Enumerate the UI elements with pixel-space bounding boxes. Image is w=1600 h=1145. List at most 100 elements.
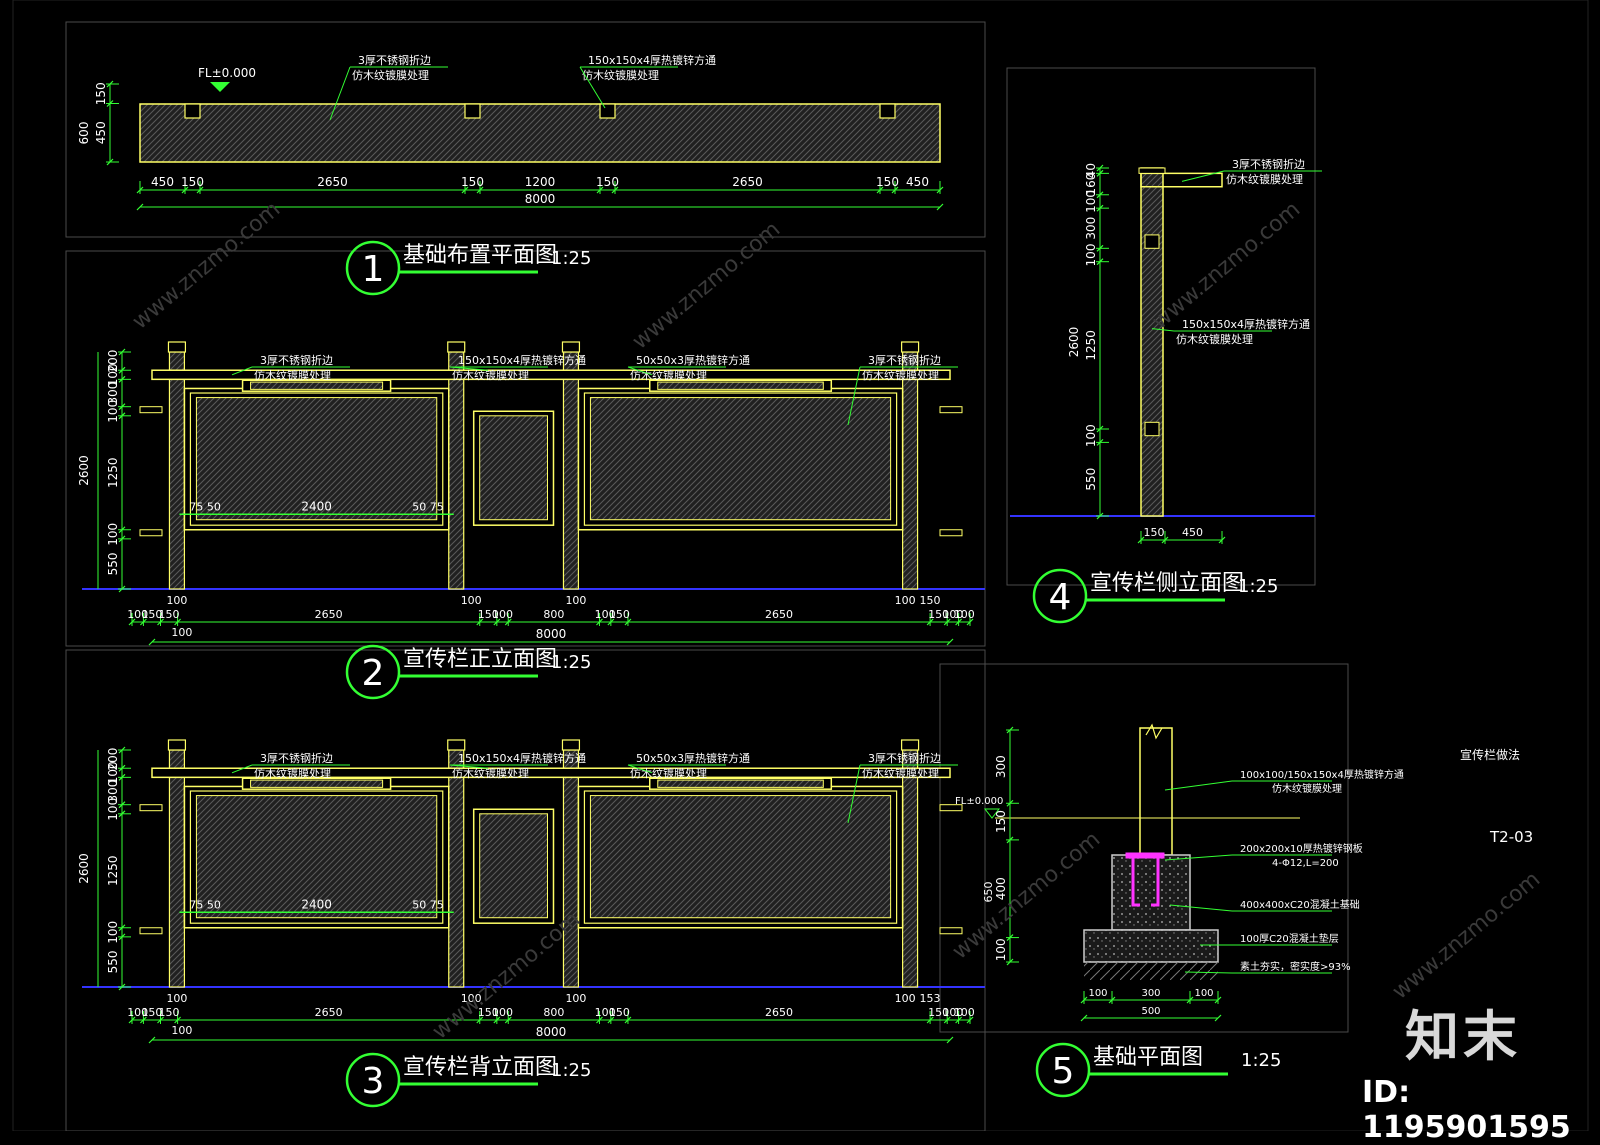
plan-post-pocket	[599, 103, 616, 119]
back-dim-value: 100	[492, 1006, 513, 1019]
front-vdim-value: 100	[106, 523, 120, 546]
back-dim-tick	[493, 1016, 501, 1024]
front-total-value: 8000	[536, 627, 567, 641]
back-vdim-value: 100	[106, 798, 120, 821]
front-bracket	[939, 529, 963, 537]
found-title-text: 基础平面图	[1093, 1045, 1203, 1070]
side-vdim-tick	[1096, 169, 1104, 177]
front-dim-tick	[174, 618, 182, 626]
front-dim-top-value: 150	[920, 594, 941, 607]
back-post-cap	[167, 739, 187, 751]
front-post	[448, 351, 465, 590]
found-dim-tick	[1080, 996, 1088, 1004]
front-total-tick	[148, 638, 156, 646]
side-note-line2: 仿木纹镀膜处理	[1226, 172, 1303, 186]
front-dim-top-value: 100	[166, 594, 187, 607]
front-dim-value: 800	[543, 608, 564, 621]
front-dim-value: 150	[478, 608, 499, 621]
front-dim-value: 100	[954, 608, 975, 621]
back-inner-dim-left: 75 50	[189, 898, 221, 911]
front-dim-value: 100	[127, 608, 148, 621]
side-title-text: 宣传栏侧立面图	[1090, 571, 1244, 596]
back-dim-value: 150	[141, 1006, 162, 1019]
plan-title-text: 基础布置平面图	[403, 243, 557, 268]
watermark-site-6: www.znzmo.com	[1388, 867, 1545, 1005]
found-vdim-value: 300	[994, 755, 1008, 778]
back-vdim-tick	[118, 933, 126, 941]
side-note-line2: 仿木纹镀膜处理	[1176, 332, 1253, 346]
watermark-site-5: www.znzmo.com	[948, 827, 1105, 965]
back-note-line1: 50x50x3厚热镀锌方通	[636, 751, 750, 765]
plan-dim-tick	[891, 186, 899, 194]
back-vdim-tick	[118, 801, 126, 809]
back-bracket	[139, 927, 163, 935]
side-vdim-value: 40	[1084, 163, 1098, 178]
found-anchor-bolt	[1131, 858, 1140, 907]
back-dim-value: 150	[478, 1006, 499, 1019]
found-note-line1: 400x400xC20混凝土基础	[1240, 898, 1360, 911]
front-dim-tick	[504, 618, 512, 626]
front-board-frame-inner	[583, 392, 898, 526]
found-note-line2: 仿木纹镀膜处理	[1272, 782, 1342, 795]
side-title-scale: 1:25	[1238, 576, 1278, 597]
side-vdim-value: 300	[1084, 217, 1098, 240]
side-bracket	[1144, 421, 1160, 437]
plan-dim-tick	[876, 186, 884, 194]
front-inner-dim-left: 75 50	[189, 500, 221, 513]
plan-title-circle	[345, 240, 401, 296]
plan-vdim-value: 450	[94, 121, 108, 144]
front-note-leader	[231, 366, 253, 376]
side-dim-tick	[1218, 536, 1226, 544]
front-bracket	[139, 406, 163, 414]
plan-total-value: 8000	[525, 192, 556, 206]
front-vdim-value: 200	[106, 350, 120, 373]
back-vdim-value: 550	[106, 950, 120, 973]
front-dim-sub: 100	[171, 626, 192, 639]
back-post-cap	[901, 739, 920, 751]
back-vdim-value: 300	[106, 780, 120, 803]
back-note-line2: 仿木纹镀膜处理	[630, 766, 707, 780]
side-note-line1: 3厚不锈钢折边	[1232, 157, 1305, 171]
back-dim-value: 100	[595, 1006, 616, 1019]
back-bracket	[139, 804, 163, 812]
front-vdim-value: 100	[106, 400, 120, 423]
plan-dim-tick	[476, 186, 484, 194]
back-header-plate-inner	[250, 779, 384, 788]
side-vdim-tick	[1096, 512, 1104, 520]
watermark-site-3: www.znzmo.com	[1148, 197, 1305, 335]
side-dim-tick	[1137, 536, 1145, 544]
back-dim-value: 800	[543, 1006, 564, 1019]
back-dim-tick	[624, 1016, 632, 1024]
side-bracket	[1144, 234, 1160, 249]
back-vdim-value: 200	[106, 748, 120, 771]
side-vdim-value: 550	[1084, 468, 1098, 491]
found-dim-tick	[1186, 996, 1194, 1004]
front-dim-tick	[926, 618, 934, 626]
found-vdim-tick	[1006, 726, 1014, 734]
back-dim-tick	[174, 1016, 182, 1024]
front-note-line1: 3厚不锈钢折边	[260, 353, 333, 367]
back-note-line1: 150x150x4厚热镀锌方通	[458, 751, 586, 765]
found-note-leader	[1164, 780, 1233, 791]
found-note-line1: 200x200x10厚热镀锌钢板	[1240, 842, 1363, 855]
sheet-caption: 宣传栏做法	[1460, 747, 1520, 762]
plan-dim-tick	[596, 186, 604, 194]
back-post	[168, 749, 186, 988]
back-dim-value: 2650	[315, 1006, 343, 1019]
watermark-logo: 知末	[1405, 1005, 1521, 1068]
front-dim-tick	[943, 618, 951, 626]
side-vdim-tick	[1096, 204, 1104, 212]
back-mid-board-frame	[472, 808, 555, 924]
front-dim-value: 150	[159, 608, 180, 621]
front-note-leader	[627, 366, 653, 376]
back-note-line1: 3厚不锈钢折边	[868, 751, 941, 765]
front-dim-tick	[493, 618, 501, 626]
found-anchor-bolt	[1151, 858, 1160, 907]
front-dim-value: 100	[595, 608, 616, 621]
back-note-line2: 仿木纹镀膜处理	[254, 766, 331, 780]
found-soil	[1084, 962, 1218, 980]
front-vdim-total: 2600	[77, 455, 91, 486]
plan-dim-tick	[181, 186, 189, 194]
back-vdim-tick	[118, 746, 126, 754]
